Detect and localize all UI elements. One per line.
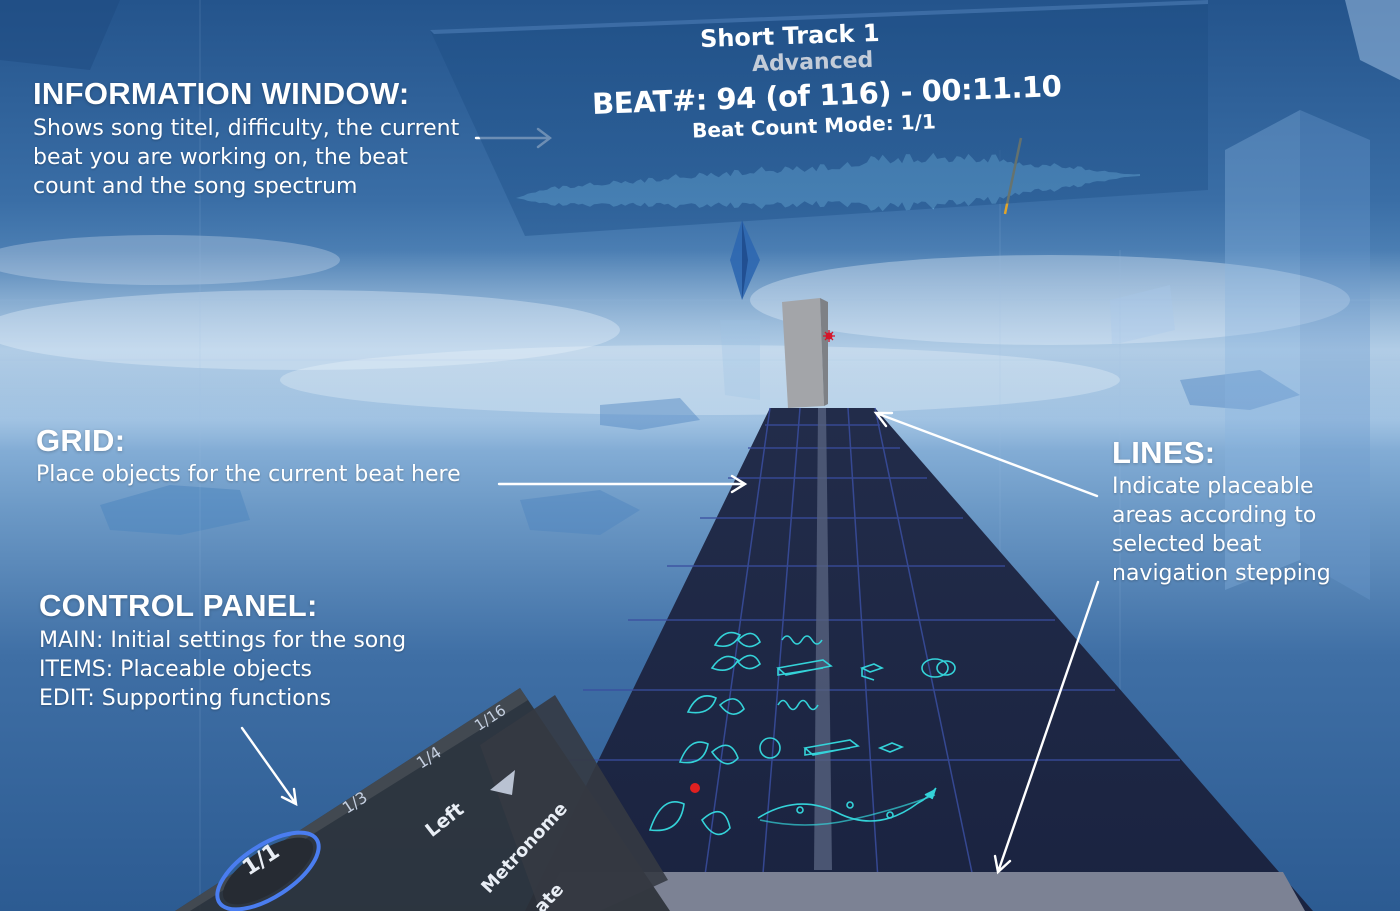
pillar: [0, 0, 120, 70]
red-spark-icon: [823, 330, 835, 342]
lines-heading: LINES:: [1112, 435, 1216, 470]
selected-step-ring[interactable]: [205, 818, 331, 911]
lines-description: selected beat: [1112, 532, 1262, 557]
cloud: [0, 290, 620, 370]
cloud: [0, 235, 340, 285]
floating-platform: [600, 398, 700, 430]
bottom-platform: [540, 872, 1305, 911]
information-window: [430, 0, 1210, 240]
information-window-description: beat you are working on, the beat: [33, 145, 408, 170]
pillar: [1345, 0, 1400, 80]
red-dot-marker: [690, 783, 700, 793]
wave-icon[interactable]: [777, 635, 823, 711]
control-panel-heading: CONTROL PANEL:: [39, 588, 318, 623]
control-panel-description: ITEMS: Placeable objects: [39, 657, 313, 682]
cloud: [280, 345, 1120, 415]
information-window-description: Shows song titel, difficulty, the curren…: [33, 116, 460, 141]
grid-heading: GRID:: [36, 423, 126, 458]
cloud: [750, 255, 1350, 345]
pillar: [720, 320, 760, 400]
information-window-description: count and the song spectrum: [33, 174, 358, 199]
grey-block: [782, 298, 824, 408]
cube-icon[interactable]: [759, 663, 905, 759]
floating-platform: [100, 485, 250, 535]
ring-icon[interactable]: [921, 658, 956, 678]
pillar: [1225, 110, 1300, 590]
annotation-arrows: [240, 127, 1100, 875]
long-bar-icon[interactable]: [776, 659, 860, 756]
lines-arrow-down: [993, 580, 1100, 875]
floating-platform: [520, 490, 640, 535]
controller-pair-icon[interactable]: [648, 631, 761, 836]
spline-path-icon[interactable]: [757, 787, 937, 826]
pillar: [1110, 285, 1175, 345]
difficulty-label: Advanced: [751, 47, 874, 78]
play-triangle-icon[interactable]: [490, 770, 515, 795]
control-panel-arrow: [240, 726, 298, 807]
pillar: [1300, 110, 1370, 600]
horizon-haze: [0, 250, 1400, 450]
placeable-items[interactable]: [648, 631, 956, 836]
lines-arrow-up: [873, 411, 1099, 498]
control-panel-description: EDIT: Supporting functions: [39, 686, 332, 711]
grid-description: Place objects for the current beat here: [36, 462, 461, 487]
connector-diamond-shade: [742, 220, 748, 300]
floating-platform: [1180, 370, 1300, 410]
grey-block-side: [820, 298, 828, 406]
grid-arrow: [497, 474, 748, 494]
beat-grid-lines: [540, 407, 1180, 911]
lines-description: Indicate placeable: [1112, 474, 1314, 499]
information-window-heading: INFORMATION WINDOW:: [33, 76, 410, 111]
control-panel-description: MAIN: Initial settings for the song: [39, 628, 407, 653]
lines-description: navigation stepping: [1112, 561, 1331, 586]
beat-grid-floor[interactable]: [525, 408, 1313, 911]
lines-description: areas according to: [1112, 503, 1317, 528]
